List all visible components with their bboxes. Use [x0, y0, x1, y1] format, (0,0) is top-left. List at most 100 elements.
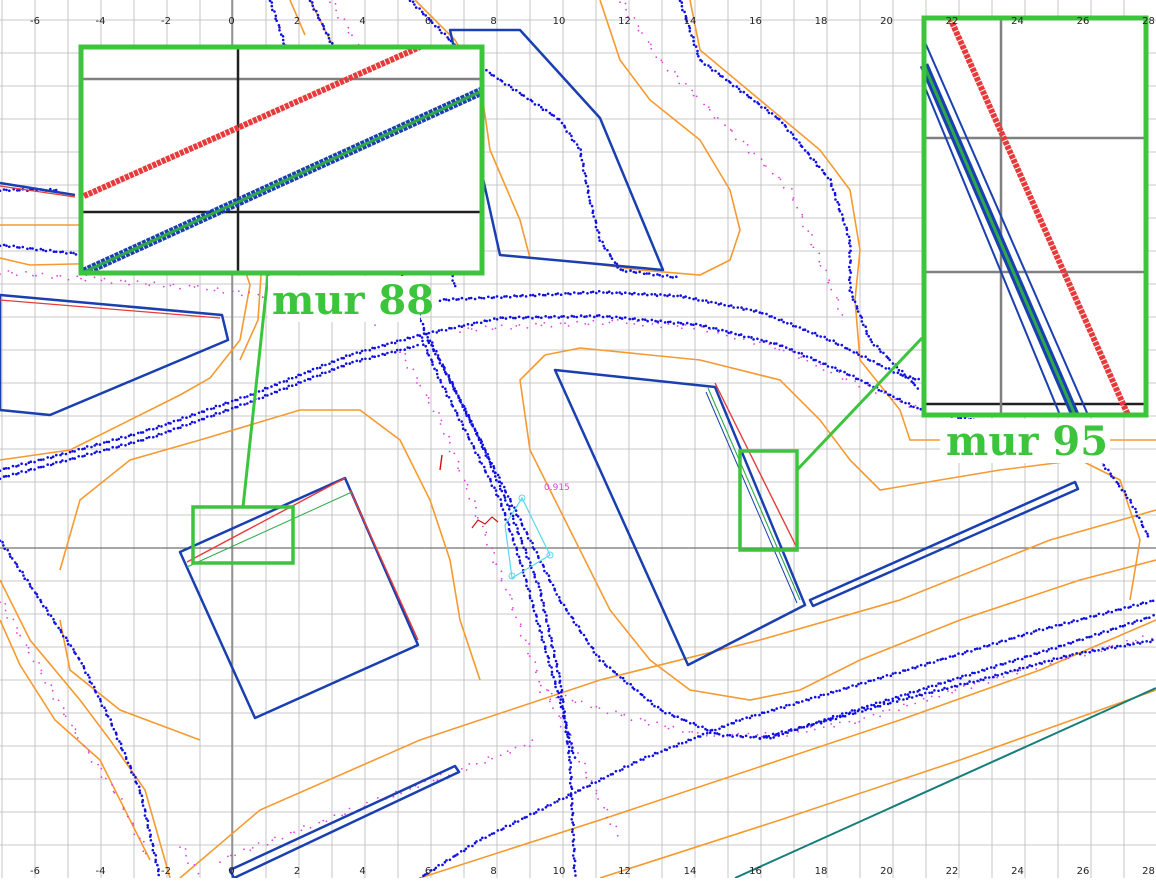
scan-point: [141, 804, 145, 807]
scan-point: [1028, 664, 1031, 667]
scan-point: [552, 675, 555, 679]
scan-point: [29, 585, 32, 588]
scan-point: [701, 732, 705, 736]
scan-point: [1133, 620, 1136, 624]
x-tick-label: 12: [618, 16, 631, 27]
scan-point: [527, 557, 530, 560]
scan-point: [200, 417, 204, 421]
scan-point: [676, 321, 680, 324]
scan-point: [406, 336, 410, 340]
x-tick-label: 28: [1142, 16, 1155, 27]
scan-point: [424, 873, 427, 876]
x-tick-label: 10: [553, 866, 566, 877]
predicted-point: [585, 776, 588, 779]
scan-point: [492, 296, 496, 299]
predicted-point: [309, 826, 312, 829]
scan-point: [483, 465, 486, 469]
scan-point: [418, 7, 421, 10]
scan-point: [447, 396, 451, 399]
scan-point: [848, 276, 852, 279]
scan-point: [654, 319, 657, 323]
predicted-point: [812, 246, 815, 249]
scan-point: [464, 410, 468, 414]
predicted-point: [729, 128, 732, 131]
scan-point: [1010, 637, 1013, 640]
scan-point: [611, 772, 614, 776]
scan-point: [466, 433, 470, 436]
scan-point: [718, 727, 721, 731]
scan-point: [15, 472, 18, 476]
scan-point: [24, 470, 28, 474]
scan-point: [112, 727, 116, 731]
scan-point: [565, 796, 568, 799]
scan-point: [904, 693, 907, 696]
scan-point: [901, 369, 904, 373]
scan-point: [668, 711, 671, 715]
predicted-point: [786, 735, 788, 737]
scan-point: [570, 749, 574, 753]
scan-point: [894, 671, 897, 675]
scan-point: [968, 680, 971, 683]
scan-point: [658, 273, 661, 277]
scan-point: [559, 293, 563, 297]
scan-point: [911, 666, 914, 669]
scan-point: [821, 168, 824, 172]
predicted-point: [476, 517, 479, 519]
scan-point: [268, 0, 272, 3]
scan-point: [412, 345, 415, 349]
scan-point: [90, 453, 93, 456]
scan-point: [364, 357, 367, 361]
scan-point: [832, 339, 835, 343]
scan-point: [790, 348, 794, 351]
scan-point: [570, 314, 574, 318]
scan-point: [848, 373, 851, 377]
scan-point: [584, 181, 588, 185]
scan-point: [73, 457, 76, 460]
predicted-point: [56, 275, 58, 277]
zoom-source-box-95[interactable]: [738, 449, 799, 552]
scan-point: [1149, 599, 1152, 603]
scan-point: [549, 580, 552, 583]
scan-point: [905, 697, 909, 700]
scan-point: [1052, 657, 1056, 660]
scan-point: [435, 331, 439, 334]
scan-point: [72, 251, 75, 255]
predicted-point: [753, 343, 755, 345]
scan-point: [488, 833, 491, 837]
scan-point: [438, 299, 442, 303]
scan-point: [605, 291, 609, 295]
scan-point: [330, 360, 334, 363]
scan-point: [118, 740, 121, 743]
scan-point: [680, 741, 684, 745]
scan-point: [785, 704, 788, 707]
scan-point: [1118, 625, 1122, 628]
predicted-point: [90, 761, 93, 763]
scan-point: [450, 327, 453, 330]
scan-point: [930, 691, 934, 694]
predicted-point: [691, 89, 694, 92]
scan-point: [805, 698, 808, 701]
predicted-point: [667, 727, 670, 730]
scan-point: [885, 674, 889, 677]
scan-point: [532, 812, 536, 815]
predicted-point: [667, 323, 670, 325]
predicted-point: [505, 588, 507, 591]
zoom-source-box-88[interactable]: [191, 505, 295, 565]
predicted-point: [84, 279, 87, 282]
predicted-point: [63, 713, 65, 716]
predicted-point: [616, 834, 619, 837]
scan-point: [77, 447, 80, 451]
scan-point: [94, 690, 97, 694]
scan-point: [795, 701, 798, 704]
scan-point: [623, 765, 626, 768]
scan-point: [0, 189, 2, 193]
predicted-point: [518, 324, 521, 326]
scan-point: [535, 615, 538, 618]
scan-point: [308, 370, 312, 373]
predicted-point: [289, 831, 292, 834]
scan-point: [889, 701, 892, 705]
predicted-point: [888, 709, 891, 711]
scan-point: [546, 624, 550, 627]
